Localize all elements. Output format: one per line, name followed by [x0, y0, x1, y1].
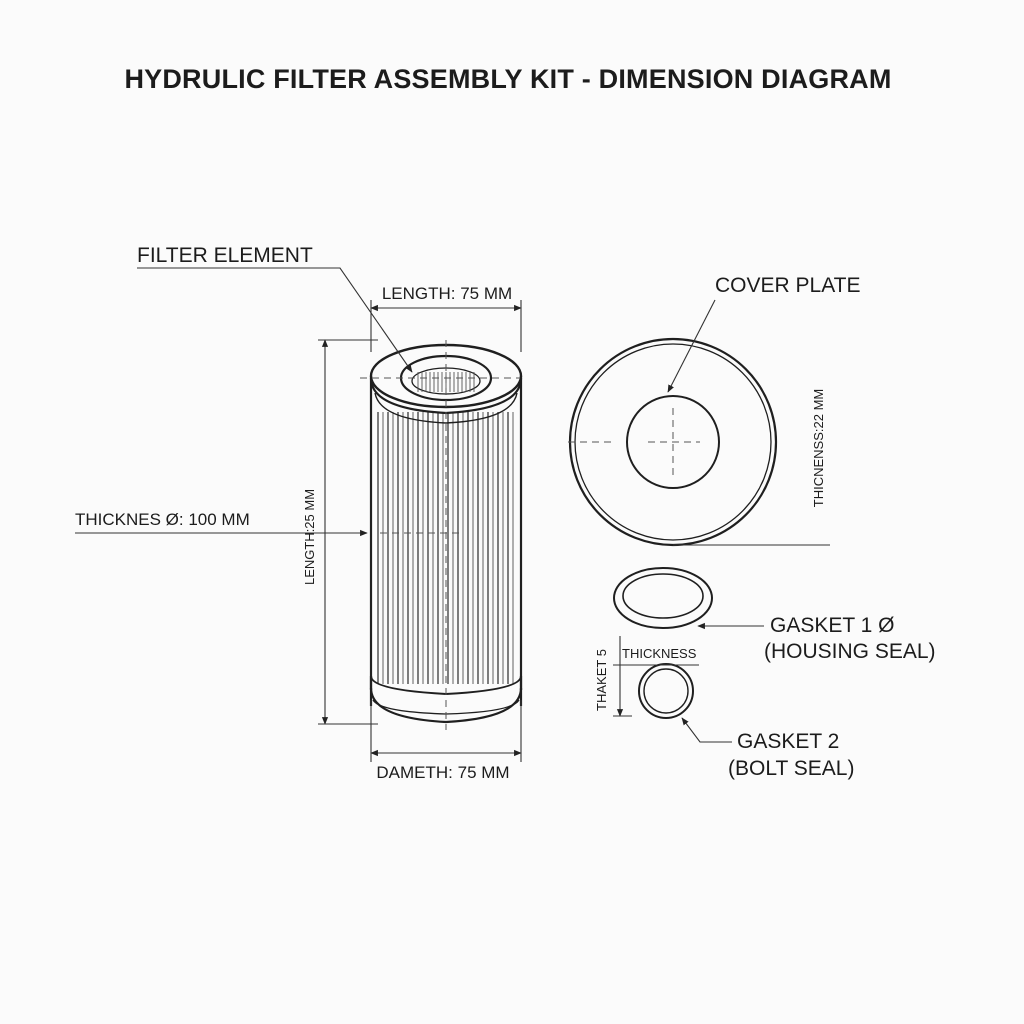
gasket-1: [613, 567, 713, 629]
filter-thickness-callout: THICKNES Ø: 100 MM: [75, 510, 250, 529]
filter-element-label: FILTER ELEMENT: [137, 244, 313, 267]
filter-core-mesh: [417, 372, 475, 392]
filter-element: [360, 340, 523, 730]
gasket-1-label: GASKET 1 Ø: [770, 614, 895, 637]
gasket-2-side-label: THAKET 5: [594, 649, 609, 711]
cover-plate-thickness: THICNENSS:22 MM: [811, 389, 826, 507]
gasket-2: [638, 663, 694, 719]
filter-pleats: [377, 412, 514, 684]
cover-plate-label: COVER PLATE: [715, 274, 860, 297]
filter-top-dimension: LENGTH: 75 MM: [382, 284, 512, 303]
gasket-2-subtitle: (BOLT SEAL): [728, 757, 854, 780]
gasket-1-subtitle: (HOUSING SEAL): [764, 640, 936, 663]
filter-bottom-dimension: DAMETH: 75 MM: [376, 763, 509, 782]
gasket-2-label: GASKET 2: [737, 730, 839, 753]
diagram-title: HYDRULIC FILTER ASSEMBLY KIT - DIMENSION…: [124, 64, 891, 94]
gasket-2-thickness-label: THICKNESS: [622, 646, 697, 661]
filter-side-dimension: LENGTH:25 MM: [302, 489, 317, 585]
cover-plate: [568, 337, 778, 547]
